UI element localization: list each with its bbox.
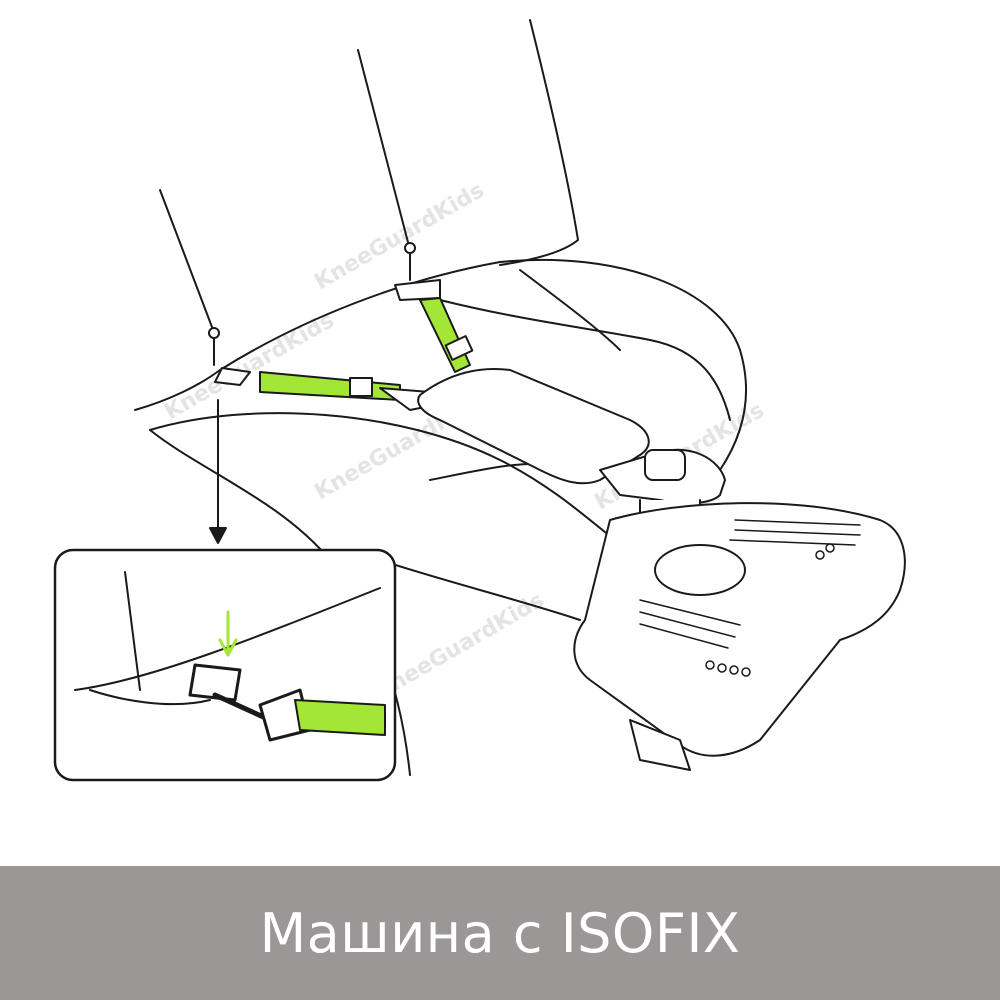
isofix-straps [214, 279, 474, 411]
caption-banner: Машина с ISOFIX [0, 866, 1000, 1000]
isofix-installation-diagram: KneeGuardKids KneeGuardKids KneeGuardKid… [53, 19, 906, 782]
watermark: KneeGuardKids [311, 178, 489, 295]
detail-inset [53, 548, 397, 782]
anchor-points [208, 242, 416, 544]
watermark: KneeGuardKids [371, 588, 549, 705]
caption-text: Машина с ISOFIX [259, 901, 741, 965]
footrest-dots [705, 543, 835, 677]
footrest-grip-lines [639, 519, 861, 649]
watermark: KneeGuardKids [161, 308, 339, 425]
footrest [573, 502, 906, 771]
